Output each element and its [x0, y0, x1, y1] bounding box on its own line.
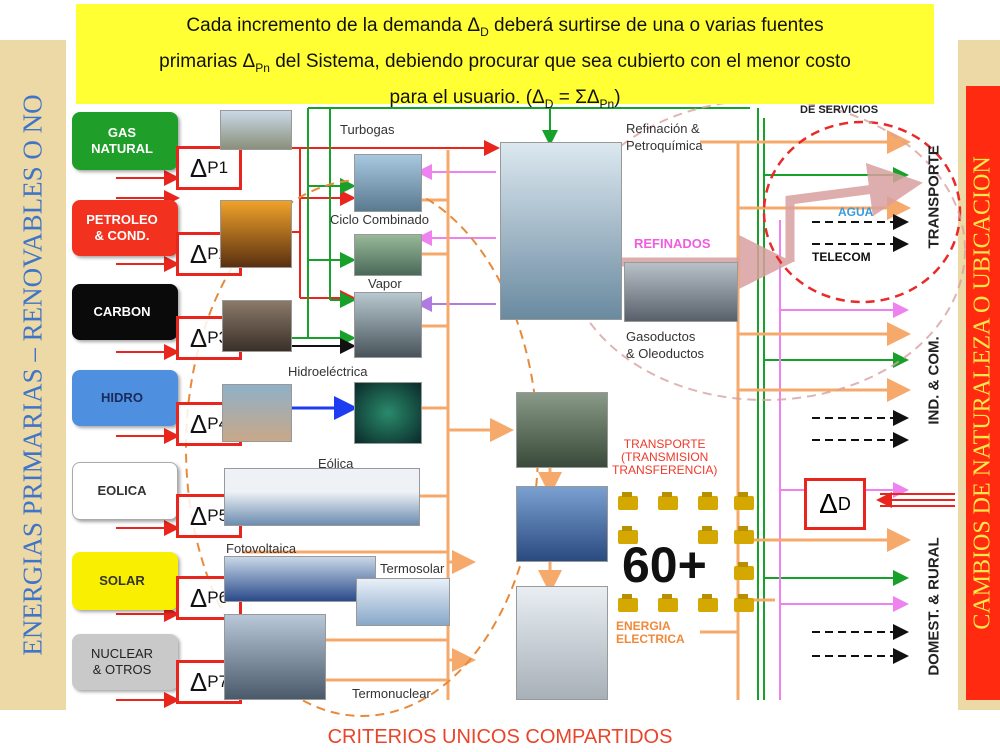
- source-eolica: EOLICA: [72, 462, 178, 520]
- solar-panels-photo: [224, 556, 376, 602]
- label-transporte-transmision: TRANSPORTE (TRANSMISION TRANSFERENCIA): [612, 437, 718, 477]
- vehicle-icon: [698, 594, 718, 612]
- vehicle-icon: [734, 526, 754, 544]
- oil-pump-photo: [220, 200, 292, 268]
- label-termosolar: Termosolar: [380, 561, 445, 576]
- header-statement: Cada incremento de la demanda ΔD deberá …: [76, 4, 934, 110]
- label-ciclo-combinado: Ciclo Combinado: [330, 212, 429, 227]
- label-vapor: Vapor: [368, 276, 402, 291]
- vehicle-icon: [698, 492, 718, 510]
- label-gasoductos: Gasoductos & Oleoductos: [626, 329, 705, 361]
- hydro-photo: [222, 384, 292, 442]
- label-de-servicios: DE SERVICIOS: [800, 104, 879, 116]
- label-turbogas: Turbogas: [340, 122, 395, 137]
- vehicle-icon: [658, 594, 678, 612]
- source-petroleo: PETROLEO & COND.: [72, 200, 178, 256]
- label-domest-rural: DOMEST. & RURAL: [925, 537, 943, 676]
- turbogas-plant-photo: [354, 154, 422, 212]
- vehicle-icon: [618, 526, 638, 544]
- label-refinacion: Refinación & Petroquímica: [626, 121, 703, 153]
- label-transporte-sector: TRANSPORTE: [925, 145, 943, 249]
- label-agua: AGUA: [838, 205, 874, 219]
- refinery-photo: [500, 142, 622, 320]
- vehicle-icon: [734, 594, 754, 612]
- header-line-1: Cada incremento de la demanda ΔD deberá …: [186, 15, 824, 39]
- source-carbon: CARBON: [72, 284, 178, 340]
- pipeline-photo: [624, 262, 738, 322]
- vehicle-icon: [618, 594, 638, 612]
- label-termonuclear: Termonuclear: [352, 686, 431, 701]
- vehicle-icon: [658, 492, 678, 510]
- transmission-tower-photo: [516, 486, 608, 562]
- right-band-red: CAMBIOS DE NATURALEZA O UBICACION: [966, 86, 1000, 700]
- label-telecom: TELECOM: [812, 250, 871, 264]
- distribution-pole-photo: [516, 586, 608, 700]
- label-eolica: Eólica: [318, 456, 354, 471]
- footer-caption: CRITERIOS UNICOS COMPARTIDOS: [327, 726, 673, 748]
- label-hidroelectrica: Hidroeléctrica: [288, 364, 368, 379]
- coal-photo: [222, 300, 292, 352]
- wind-farm-photo: [224, 468, 420, 526]
- source-solar: SOLAR: [72, 552, 178, 610]
- label-ind-com: IND. & COM.: [925, 336, 943, 425]
- vehicle-icon: [618, 492, 638, 510]
- steam-plant-photo: [354, 292, 422, 358]
- vehicle-icon: [734, 492, 754, 510]
- header-line-2: primarias ΔPn del Sistema, debiendo proc…: [159, 50, 851, 75]
- vehicle-icon: [734, 562, 754, 580]
- label-refinados: REFINADOS: [634, 236, 711, 251]
- hydro-plant-photo: [354, 382, 422, 444]
- label-sixty-plus: 60+: [622, 537, 707, 593]
- combined-cycle-plant-photo: [354, 234, 422, 276]
- source-gas-natural: GAS NATURAL: [72, 112, 178, 170]
- substation-photo: [516, 392, 608, 468]
- vehicle-icon: [698, 526, 718, 544]
- gas-well-photo: [220, 110, 292, 150]
- nuclear-photo: [224, 614, 326, 700]
- source-nuclear-otros: NUCLEAR & OTROS: [72, 634, 178, 690]
- source-hidro: HIDRO: [72, 370, 178, 426]
- label-fotovoltaica: Fotovoltaica: [226, 541, 297, 556]
- label-energia-electrica: ENERGIA ELECTRICA: [616, 619, 685, 646]
- left-band: ENERGIAS PRIMARIAS – RENOVABLES O NO: [0, 40, 66, 710]
- header-line-3: para el usuario. (ΔD = ΣΔPn): [389, 86, 621, 111]
- solar-thermal-photo: [356, 578, 450, 626]
